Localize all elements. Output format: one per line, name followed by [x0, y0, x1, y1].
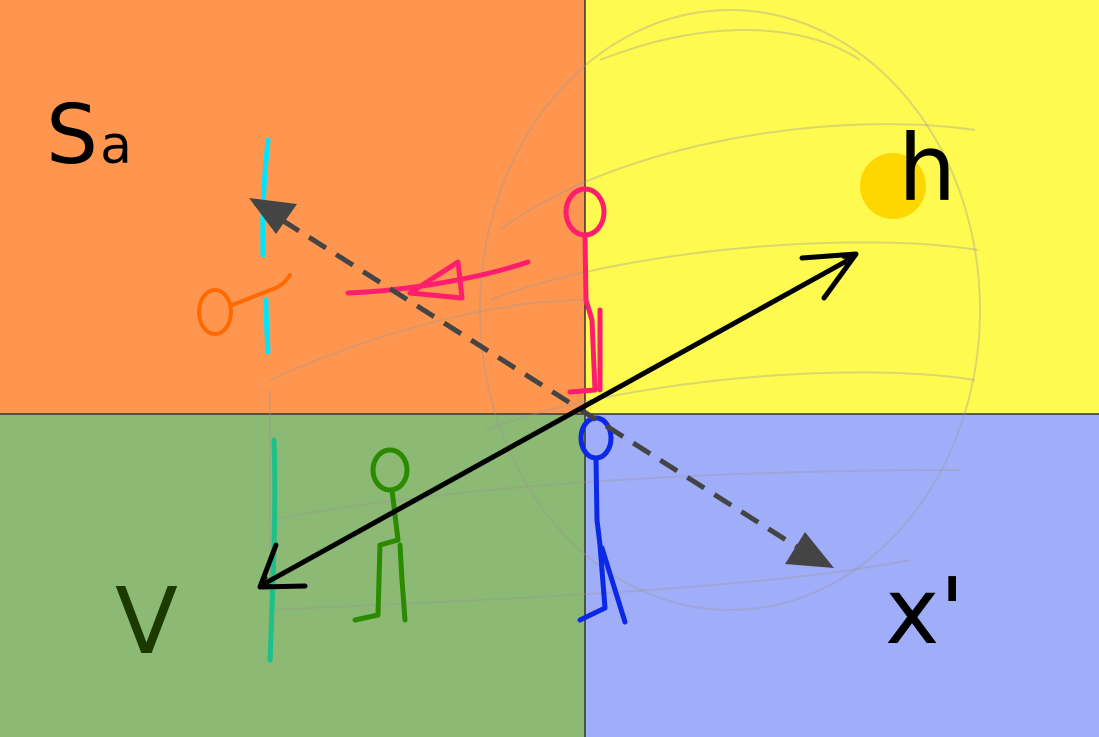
label-h: h — [898, 115, 956, 222]
figure-orange-head — [197, 288, 233, 336]
label-s-sub: a — [100, 116, 132, 176]
solid-arrow-line — [260, 255, 854, 588]
quadrant-bottom-left — [0, 414, 585, 737]
solid-arrow-head-end — [799, 251, 859, 301]
label-x-prime: x' — [885, 558, 965, 665]
cyan-line-segment-bottom — [263, 297, 271, 355]
sun-icon — [860, 153, 926, 219]
cyan-line-segment-top — [260, 137, 271, 258]
label-v: V — [115, 568, 178, 675]
label-s-main: S — [46, 88, 98, 183]
solid-arrow-head-start — [257, 542, 308, 590]
dashed-arrow-head-start — [249, 198, 297, 234]
quadrant-top-right — [585, 0, 1099, 414]
label-s: Sa — [46, 88, 132, 183]
